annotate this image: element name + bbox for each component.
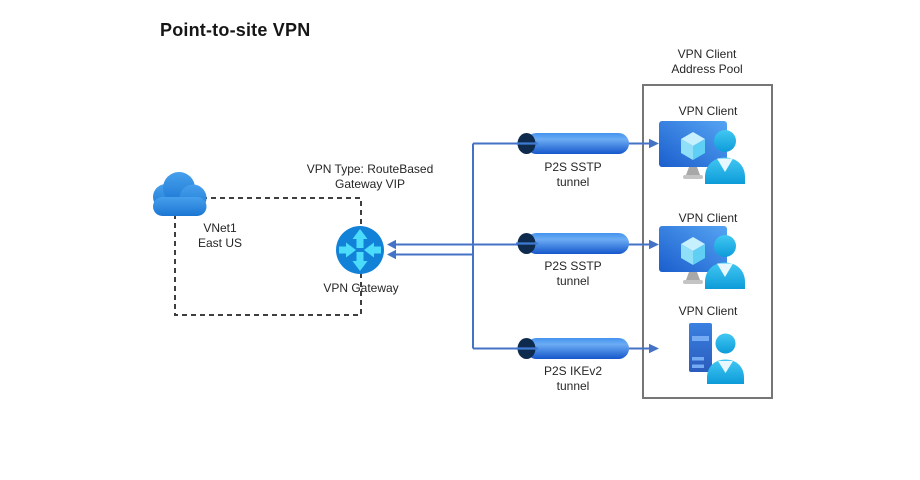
workstation-user-icon [659,226,745,289]
arrow-right-icon [649,138,659,149]
arrow-left-icon [387,249,396,260]
tunnel-cylinder-icon [516,133,629,154]
tunnel-cylinder-icon [516,233,629,254]
cloud-icon [153,172,207,216]
server-user-icon [689,323,744,384]
vpn-client-address-pool-box [642,84,773,399]
workstation-user-icon [659,121,745,184]
arrow-left-icon [387,239,396,250]
tunnel-cylinder-icon [516,338,629,359]
gateway-type-line1: VPN Type: RouteBased [306,162,434,176]
vnet-region: East US [197,236,242,250]
page-title: Point-to-site VPN [160,20,311,40]
vnet-name: VNet1 [203,221,237,235]
tunnel-3-label: P2S IKEv2 tunnel [543,364,603,393]
vpn-client-2-label: VPN Client [678,211,738,225]
tunnel-2-label: P2S SSTP tunnel [544,259,602,288]
address-pool-title: VPN Client Address Pool [671,47,743,76]
arrow-right-icon [649,239,659,250]
tunnel-1-label: P2S SSTP tunnel [544,160,602,189]
vnet-label: VNet1 East US [140,221,300,251]
gateway-type-label: VPN Type: RouteBased Gateway VIP [290,162,450,192]
gateway-label: VPN Gateway [323,281,399,295]
vpn-gateway-icon [336,226,384,274]
vpn-client-3-label: VPN Client [678,304,738,318]
vpn-client-1-label: VPN Client [678,104,738,118]
arrow-right-icon [649,343,659,354]
gateway-type-line2: Gateway VIP [334,177,406,191]
connector-arrowheads [387,138,659,354]
